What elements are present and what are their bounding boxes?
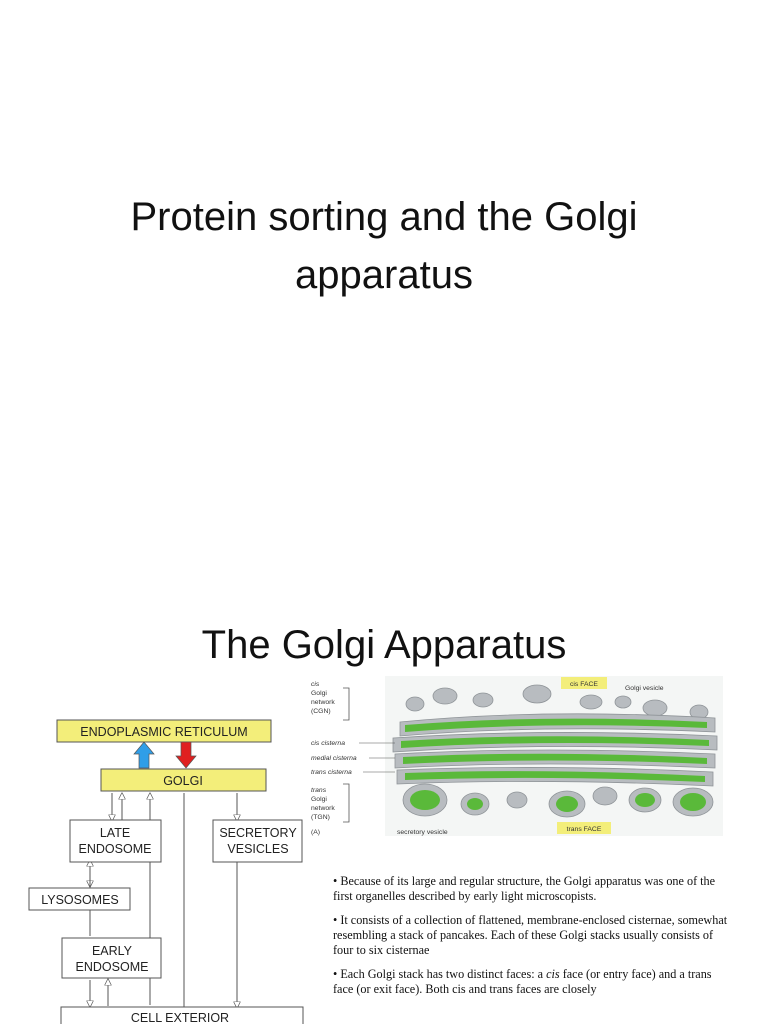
secretory-vesicles-box (212, 819, 303, 863)
tgn-label-3: network (311, 805, 335, 812)
tgn-label-2: Golgi (311, 796, 327, 803)
cgn-label-1: cis (311, 681, 320, 688)
panel-label: (A) (311, 829, 320, 836)
lysosomes-label: LYSOSOMES (41, 893, 119, 907)
cis-cisterna-label: cis cisterna (311, 740, 345, 747)
cisternae-stack (392, 713, 718, 787)
red-down-arrow (175, 741, 197, 769)
trans-cisterna-label: trans cisterna (311, 769, 352, 776)
golgi-bullets: • Because of its large and regular struc… (333, 874, 733, 1006)
slide-1-title: Protein sorting and the Golgi apparatus (0, 188, 768, 304)
secretory-line-2: VESICLES (227, 842, 288, 856)
trans-vesicles (402, 783, 714, 818)
cgn-label-2: Golgi (311, 690, 327, 697)
slide-1-title-line-1: Protein sorting and the Golgi (130, 195, 638, 239)
slide-1-title-line-2: apparatus (295, 253, 473, 297)
early-endosome-line-1: EARLY (92, 944, 133, 958)
secretory-line-1: SECRETORY (219, 826, 297, 840)
blue-up-arrow (133, 741, 155, 769)
tgn-label-1: trans (311, 787, 327, 794)
bullet-3: • Each Golgi stack has two distinct face… (333, 967, 733, 997)
bullet-3-end: face (or entry face) and a trans face (o… (333, 967, 712, 996)
cell-exterior-label: CELL EXTERIOR (131, 1011, 229, 1024)
early-endosome-box (61, 937, 162, 979)
er-box (56, 719, 272, 743)
tgn-label-4: (TGN) (311, 814, 330, 821)
golgi-box (100, 768, 267, 792)
early-endosome-line-2: ENDOSOME (76, 960, 149, 974)
cgn-label-3: network (311, 699, 335, 706)
golgi-vesicle-label: Golgi vesicle (625, 685, 664, 692)
slide-2-title: The Golgi Apparatus (201, 623, 567, 667)
trans-face-box (557, 822, 611, 834)
cell-exterior-box (60, 1006, 304, 1024)
bullet-3-start: • Each Golgi stack has two distinct face… (333, 967, 547, 981)
late-endosome-line-1: LATE (100, 826, 130, 840)
late-endosome-box (69, 819, 162, 863)
lysosomes-box (28, 887, 131, 911)
cis-face-box (561, 677, 607, 689)
cgn-label-4: (CGN) (311, 708, 331, 715)
trans-face-label: trans FACE (567, 826, 602, 833)
er-label: ENDOPLASMIC RETICULUM (80, 725, 247, 739)
bullet-2: • It consists of a collection of flatten… (333, 913, 728, 957)
bullet-1: • Because of its large and regular struc… (333, 874, 716, 903)
protein-sorting-flowchart: ENDOPLASMIC RETICULUM GOLGI LATE ENDOSOM… (28, 719, 304, 1024)
secretory-vesicle-label: secretory vesicle (397, 829, 448, 836)
late-endosome-line-2: ENDOSOME (79, 842, 152, 856)
cis-face-label: cis FACE (570, 681, 598, 688)
golgi-illustration: cis FACE Golgi vesicle cis Golgi network… (311, 676, 723, 836)
golgi-label: GOLGI (163, 774, 203, 788)
medial-cisterna-label: medial cisterna (311, 755, 357, 762)
bullet-3-cis: cis (546, 967, 560, 981)
